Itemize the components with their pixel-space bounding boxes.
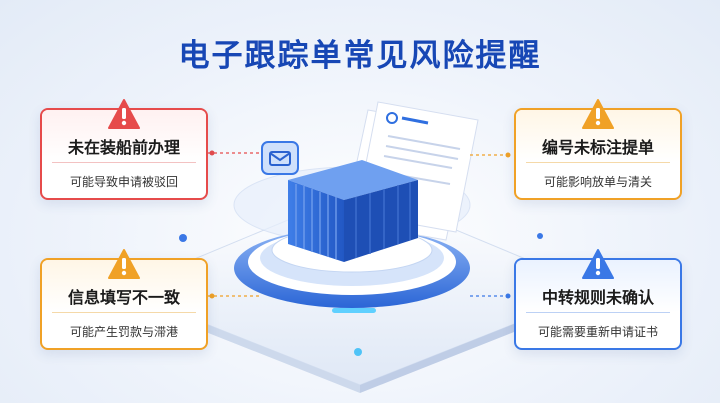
- connector-lines: [208, 150, 512, 299]
- risk-card-1: 未在装船前办理 可能导致申请被驳回: [40, 108, 208, 200]
- warning-icon: [108, 249, 140, 279]
- warning-icon: [108, 99, 140, 129]
- warning-icon: [582, 99, 614, 129]
- risk-heading: 未在装船前办理: [67, 138, 180, 157]
- warning-icon: [582, 249, 614, 279]
- risk-heading: 信息填写不一致: [67, 288, 180, 307]
- page-title: 电子跟踪单常见风险提醒: [178, 38, 542, 74]
- mail-icon: [261, 141, 299, 175]
- risk-detail: 可能产生罚款与滞港: [69, 325, 178, 339]
- risk-heading: 中转规则未确认: [541, 288, 654, 307]
- risk-detail: 可能影响放单与清关: [543, 175, 652, 189]
- risk-detail: 可能需要重新申请证书: [537, 325, 658, 339]
- risk-heading: 编号未标注提单: [541, 138, 654, 157]
- shipping-container: [288, 160, 418, 262]
- risk-detail: 可能导致申请被驳回: [69, 175, 178, 189]
